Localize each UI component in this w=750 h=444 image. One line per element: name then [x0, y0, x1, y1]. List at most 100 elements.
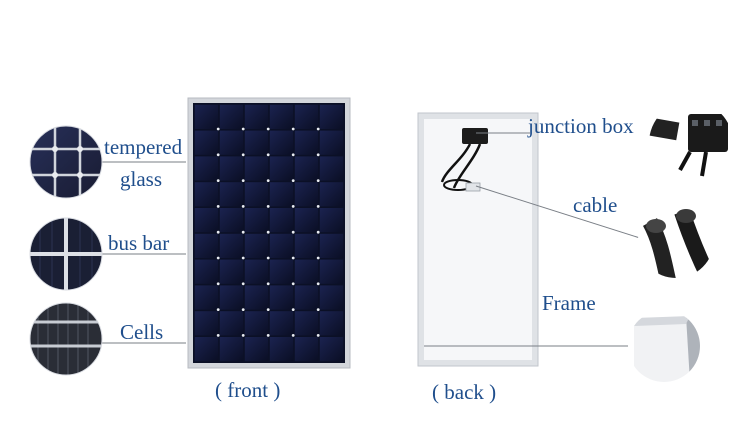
junction-box-detail	[649, 101, 733, 185]
cell-corner-dot	[316, 256, 320, 260]
solar-cell	[244, 104, 269, 129]
solar-cell	[294, 259, 319, 284]
tempered-glass-detail	[29, 125, 103, 199]
cell-corner-dot	[291, 179, 295, 183]
solar-cell	[269, 311, 294, 336]
cell-corner-dot	[316, 282, 320, 286]
cell-corner-dot	[241, 256, 245, 260]
cell-corner-dot	[216, 308, 220, 311]
solar-cell	[294, 156, 319, 181]
cell-corner-dot	[316, 205, 320, 208]
solar-cell	[219, 285, 244, 310]
cell-corner-dot	[291, 127, 295, 131]
solar-cell	[269, 259, 294, 284]
solar-cell	[194, 259, 219, 284]
cell-corner-dot	[266, 127, 270, 131]
cell-corner-dot	[216, 256, 220, 260]
cell-corner-dot	[216, 282, 220, 286]
solar-cell	[269, 208, 294, 233]
callout-lines	[102, 132, 641, 347]
solar-cell	[269, 233, 294, 258]
solar-cell	[194, 285, 219, 310]
solar-cell	[194, 337, 219, 362]
solar-cell	[319, 130, 344, 155]
solar-cell	[244, 233, 269, 258]
cell-corner-dot	[266, 334, 270, 337]
solar-cell	[244, 208, 269, 233]
solar-cell	[194, 208, 219, 233]
cell-corner-dot	[241, 127, 245, 131]
solar-cell	[244, 337, 269, 362]
solar-cell	[194, 156, 219, 181]
panel-cells	[194, 104, 344, 362]
solar-cell	[269, 156, 294, 181]
cell-corner-dot	[291, 205, 295, 208]
bus-bar-label: bus bar	[108, 231, 170, 255]
cell-corner-dot	[266, 153, 270, 157]
cell-corner-dot	[291, 282, 295, 286]
frame-detail	[628, 310, 700, 382]
junction-box-on-panel	[440, 128, 488, 192]
cell-corner-dot	[241, 179, 245, 183]
solar-cell	[219, 104, 244, 129]
cell-corner-dot	[291, 153, 295, 157]
tempered-glass-label-line2: glass	[120, 167, 162, 191]
solar-cell	[294, 130, 319, 155]
solar-cell	[319, 208, 344, 233]
solar-cell	[269, 104, 294, 129]
solar-cell	[269, 337, 294, 362]
solar-cell	[294, 337, 319, 362]
solar-cell	[319, 285, 344, 310]
solar-cell	[219, 156, 244, 181]
solar-cell	[269, 130, 294, 155]
cell-corner-dot	[266, 282, 270, 286]
cell-corner-dot	[241, 205, 245, 208]
cell-corner-dot	[316, 308, 320, 311]
front-caption: ( front )	[215, 378, 281, 402]
solar-cell	[319, 259, 344, 284]
frame-label: Frame	[542, 291, 596, 315]
cell-corner-dot	[266, 256, 270, 260]
solar-cell	[244, 285, 269, 310]
cells-label: Cells	[120, 320, 164, 344]
solar-cell	[294, 233, 319, 258]
solar-cell	[294, 311, 319, 336]
solar-cell	[219, 337, 244, 362]
solar-cell	[244, 182, 269, 207]
solar-cell	[319, 182, 344, 207]
tempered-glass-label-line1: tempered	[104, 135, 183, 159]
cell-corner-dot	[241, 153, 245, 157]
solar-cell	[269, 285, 294, 310]
solar-cell	[219, 311, 244, 336]
solar-cell	[294, 285, 319, 310]
cell-corner-dot	[216, 230, 220, 234]
cell-corner-dot	[216, 153, 220, 157]
solar-cell	[319, 104, 344, 129]
solar-cell	[294, 104, 319, 129]
cell-corner-dot	[316, 334, 320, 337]
cell-corner-dot	[291, 308, 295, 311]
cable-detail	[638, 202, 714, 278]
cell-corner-dot	[291, 334, 295, 337]
solar-cell	[319, 311, 344, 336]
cell-corner-dot	[241, 334, 245, 337]
solar-cell	[219, 259, 244, 284]
solar-cell	[219, 130, 244, 155]
back-panel	[417, 112, 539, 367]
cell-corner-dot	[241, 282, 245, 286]
cell-corner-dot	[316, 179, 320, 183]
cell-corner-dot	[216, 205, 220, 208]
solar-cell	[294, 182, 319, 207]
cell-corner-dot	[316, 127, 320, 131]
solar-cell	[244, 156, 269, 181]
cell-corner-dot	[241, 230, 245, 234]
solar-cell	[194, 130, 219, 155]
solar-cell	[319, 337, 344, 362]
solar-cell	[219, 182, 244, 207]
solar-cell	[294, 208, 319, 233]
solar-cell	[319, 233, 344, 258]
cell-corner-dot	[241, 308, 245, 311]
cells-detail	[29, 302, 103, 376]
solar-cell	[194, 233, 219, 258]
